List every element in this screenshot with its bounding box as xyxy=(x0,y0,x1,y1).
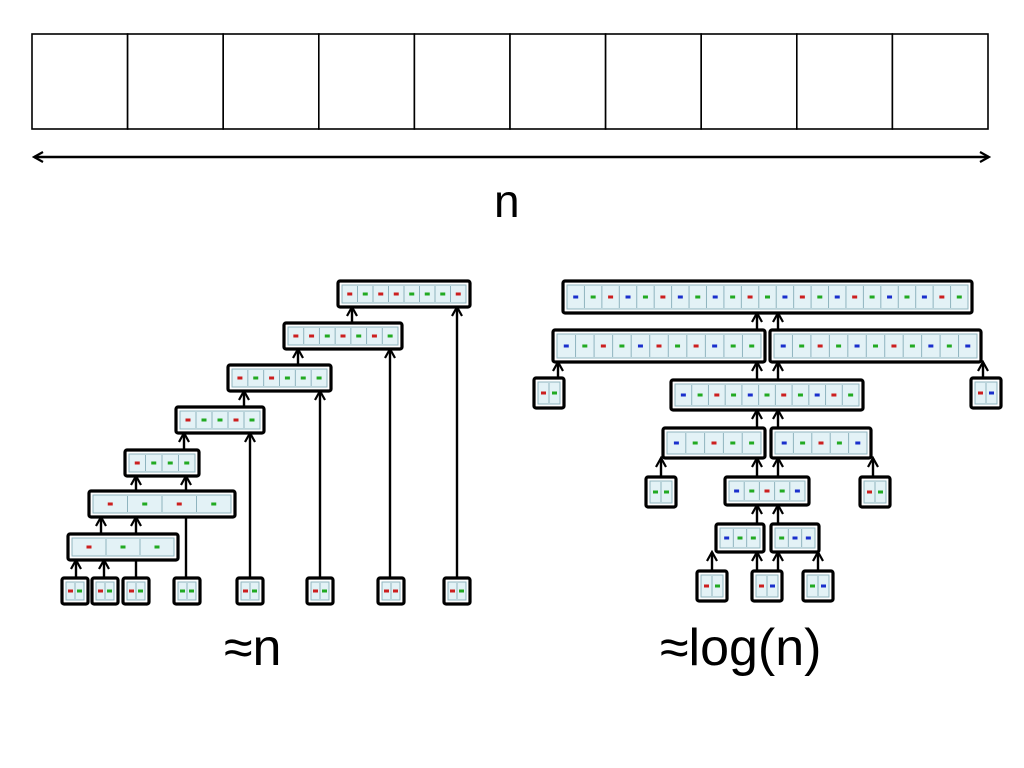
array-cell xyxy=(891,33,989,130)
array-cell xyxy=(31,33,129,130)
array-block xyxy=(442,576,472,606)
array-block xyxy=(66,532,180,562)
array-block xyxy=(551,328,767,364)
array-block xyxy=(750,569,784,603)
array-block xyxy=(121,576,151,606)
array-block xyxy=(123,448,201,478)
array-block xyxy=(769,426,873,460)
array-block xyxy=(969,376,1003,410)
array-cell xyxy=(413,33,511,130)
array-block xyxy=(858,475,892,509)
array-block xyxy=(561,279,974,315)
array-block xyxy=(644,475,678,509)
array-block xyxy=(60,576,90,606)
array-block xyxy=(801,569,835,603)
array-block xyxy=(226,363,333,393)
array-block xyxy=(336,279,472,309)
array-cell xyxy=(700,33,798,130)
linear-growth-arrows xyxy=(76,307,457,578)
array-block xyxy=(723,475,811,507)
linear-growth-blocks xyxy=(60,279,472,606)
array-block xyxy=(235,576,265,606)
array-block xyxy=(376,576,406,606)
array-block xyxy=(90,576,120,606)
linear-copies-caption: ≈n xyxy=(224,619,282,677)
array-block xyxy=(769,522,821,554)
array-block xyxy=(172,576,202,606)
array-block xyxy=(695,569,729,603)
array-block xyxy=(305,576,335,606)
doubling-growth-arrows xyxy=(558,313,983,571)
array-block xyxy=(768,328,983,364)
logarithmic-copies-caption: ≈log(n) xyxy=(660,619,822,677)
array-cells xyxy=(31,33,989,130)
array-cell xyxy=(126,33,224,130)
array-block xyxy=(661,426,767,460)
array-block xyxy=(532,376,566,410)
array-cell xyxy=(604,33,702,130)
array-block xyxy=(87,489,237,519)
array-cell xyxy=(509,33,607,130)
array-block xyxy=(174,405,266,435)
array-size-label: n xyxy=(494,175,520,227)
array-cell xyxy=(222,33,320,130)
array-block xyxy=(282,321,404,351)
array-block xyxy=(714,522,766,554)
array-block xyxy=(669,378,865,412)
array-cell xyxy=(795,33,894,130)
doubling-growth-blocks xyxy=(532,279,1003,603)
array-cell xyxy=(317,33,416,130)
